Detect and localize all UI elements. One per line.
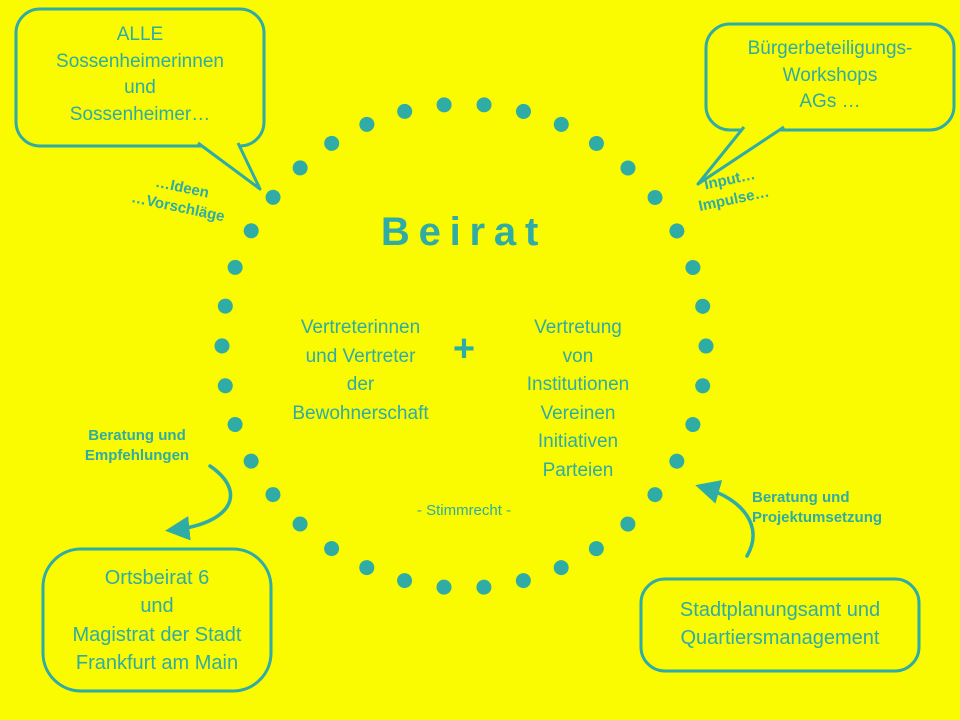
arrow-advice-to-circle <box>695 480 755 558</box>
dotted-circle <box>214 96 714 596</box>
speech-bubble-workshops-text: Bürgerbeteiligungs- Workshops AGs … <box>747 38 913 113</box>
speech-bubble-citizens-tail-icon <box>197 141 262 191</box>
speech-bubble-citizens <box>14 7 266 148</box>
arrow-advice-to-ortsbeirat <box>165 464 233 541</box>
circle-residents-column: Vertreterinnen und Vertreter der Bewohne… <box>292 317 429 424</box>
label-beratung-empfehlungen: Beratung und Empfehlungen <box>84 427 190 465</box>
circle-title: Beirat <box>380 210 548 254</box>
label-beratung-projektumsetzung: Beratung und Projektumsetzung <box>752 489 883 527</box>
speech-bubble-workshops-tail-icon <box>696 125 785 186</box>
speech-bubble-citizens-text: ALLE Sossenheimerinnen und Sossenheimer… <box>56 24 224 125</box>
box-stadtplanungsamt-text: Stadtplanungsamt und Quartiersmanagement <box>679 599 881 650</box>
box-stadtplanungsamt <box>639 577 921 673</box>
speech-bubble-workshops <box>704 22 956 132</box>
voting-note: - Stimmrecht - <box>416 502 512 519</box>
plus-sign: + <box>452 328 476 370</box>
box-ortsbeirat <box>41 547 273 693</box>
box-ortsbeirat-text: Ortsbeirat 6 und Magistrat der Stadt Fra… <box>72 567 242 675</box>
circle-institutions-column: Vertretung von Institutionen Vereinen In… <box>526 317 630 481</box>
